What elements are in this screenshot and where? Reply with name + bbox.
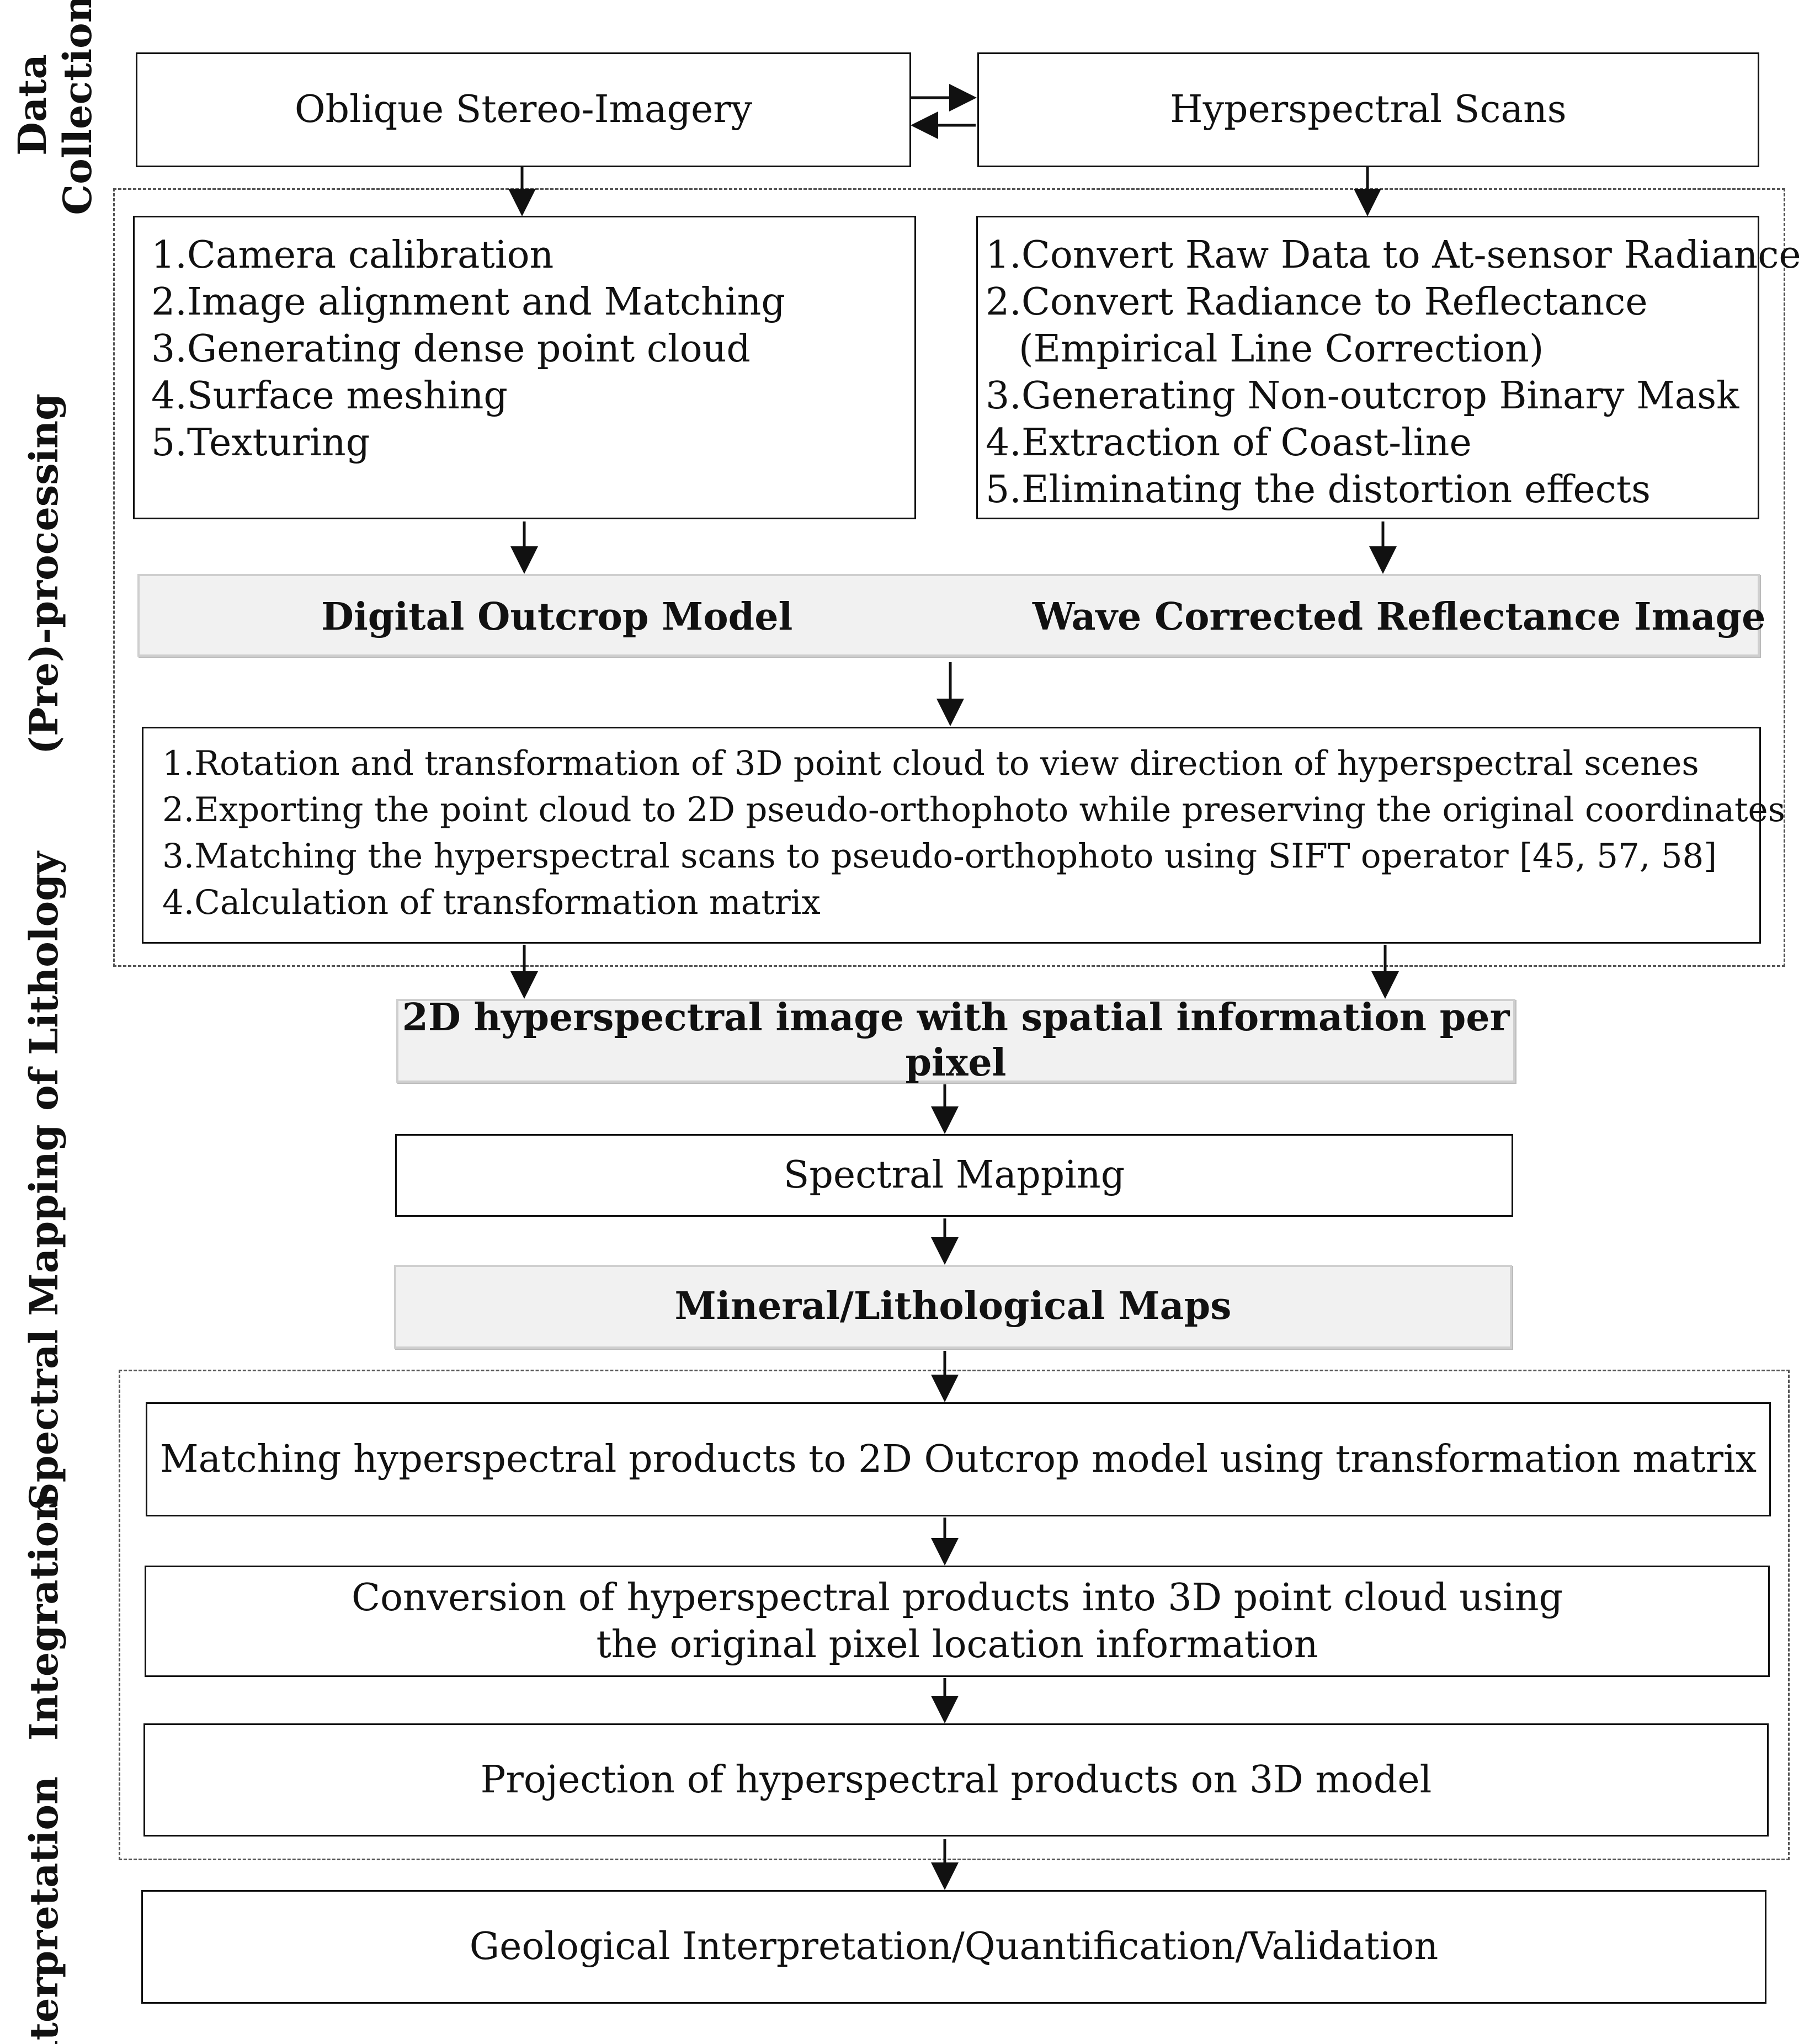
- registration-step: 4.Calculation of transformation matrix: [162, 883, 821, 922]
- mineral-lithological-maps-box: Mineral/Lithological Maps: [394, 1265, 1512, 1349]
- photogrammetry-step: 2.Image alignment and Matching: [151, 280, 785, 324]
- geological-interpretation-box: Geological Interpretation/Quantification…: [141, 1890, 1766, 2004]
- preprocessing-frame: [113, 188, 1785, 967]
- hyperspectral-scans-label: Hyperspectral Scans: [1170, 88, 1567, 132]
- hyperspectral-2d-image-box: 2D hyperspectral image with spatial info…: [396, 996, 1515, 1085]
- oblique-stereo-imagery-box: Oblique Stereo-Imagery: [136, 52, 911, 167]
- hyperspectral-scans-box: Hyperspectral Scans: [977, 52, 1759, 167]
- matching-label: Matching hyperspectral products to 2D Ou…: [159, 1437, 1757, 1481]
- conversion-box: Conversion of hyperspectral products int…: [145, 1566, 1770, 1677]
- hyperspectral-2d-image-label: 2D hyperspectral image with spatial info…: [402, 996, 1510, 1085]
- projection-box: Projection of hyperspectral products on …: [143, 1723, 1769, 1837]
- photogrammetry-step: 5.Texturing: [151, 421, 370, 465]
- hyperspectral-step-continuation: (Empirical Line Correction): [1019, 327, 1544, 371]
- matching-box: Matching hyperspectral products to 2D Ou…: [146, 1402, 1771, 1516]
- integration-frame: [119, 1370, 1790, 1860]
- projection-label: Projection of hyperspectral products on …: [480, 1758, 1432, 1802]
- hyperspectral-step: 1.Convert Raw Data to At-sensor Radiance: [986, 233, 1801, 277]
- registration-steps-box: 1.Rotation and transformation of 3D poin…: [142, 727, 1785, 944]
- spectral-mapping-label: Spectral Mapping: [783, 1153, 1125, 1197]
- photogrammetry-step: 4.Surface meshing: [151, 374, 508, 418]
- conversion-label-line1: Conversion of hyperspectral products int…: [351, 1576, 1563, 1620]
- hyperspectral-step: 3.Generating Non-outcrop Binary Mask: [986, 374, 1739, 418]
- mineral-lithological-maps-label: Mineral/Lithological Maps: [674, 1284, 1232, 1329]
- intermediate-products-box: Digital Outcrop Model Wave Corrected Ref…: [137, 574, 1765, 657]
- registration-step: 1.Rotation and transformation of 3D poin…: [162, 744, 1699, 783]
- digital-outcrop-model-label: Digital Outcrop Model: [321, 595, 793, 639]
- hyperspectral-steps-box: 1.Convert Raw Data to At-sensor Radiance…: [976, 216, 1801, 519]
- photogrammetry-step: 1.Camera calibration: [151, 233, 554, 277]
- photogrammetry-steps-box: 1.Camera calibration 2.Image alignment a…: [133, 216, 916, 519]
- conversion-label-line2: the original pixel location information: [596, 1623, 1318, 1667]
- registration-step: 3.Matching the hyperspectral scans to ps…: [162, 837, 1717, 876]
- spectral-mapping-box: Spectral Mapping: [395, 1134, 1513, 1217]
- hyperspectral-step: 2.Convert Radiance to Reflectance: [986, 280, 1648, 324]
- oblique-stereo-imagery-label: Oblique Stereo-Imagery: [294, 88, 753, 132]
- photogrammetry-step: 3.Generating dense point cloud: [151, 327, 751, 371]
- registration-step: 2.Exporting the point cloud to 2D pseudo…: [162, 790, 1785, 829]
- geological-interpretation-label: Geological Interpretation/Quantification…: [469, 1925, 1439, 1969]
- hyperspectral-step: 5.Eliminating the distortion effects: [986, 468, 1651, 512]
- wave-corrected-reflectance-label: Wave Corrected Reflectance Image: [1033, 595, 1766, 639]
- hyperspectral-step: 4.Extraction of Coast-line: [986, 421, 1472, 465]
